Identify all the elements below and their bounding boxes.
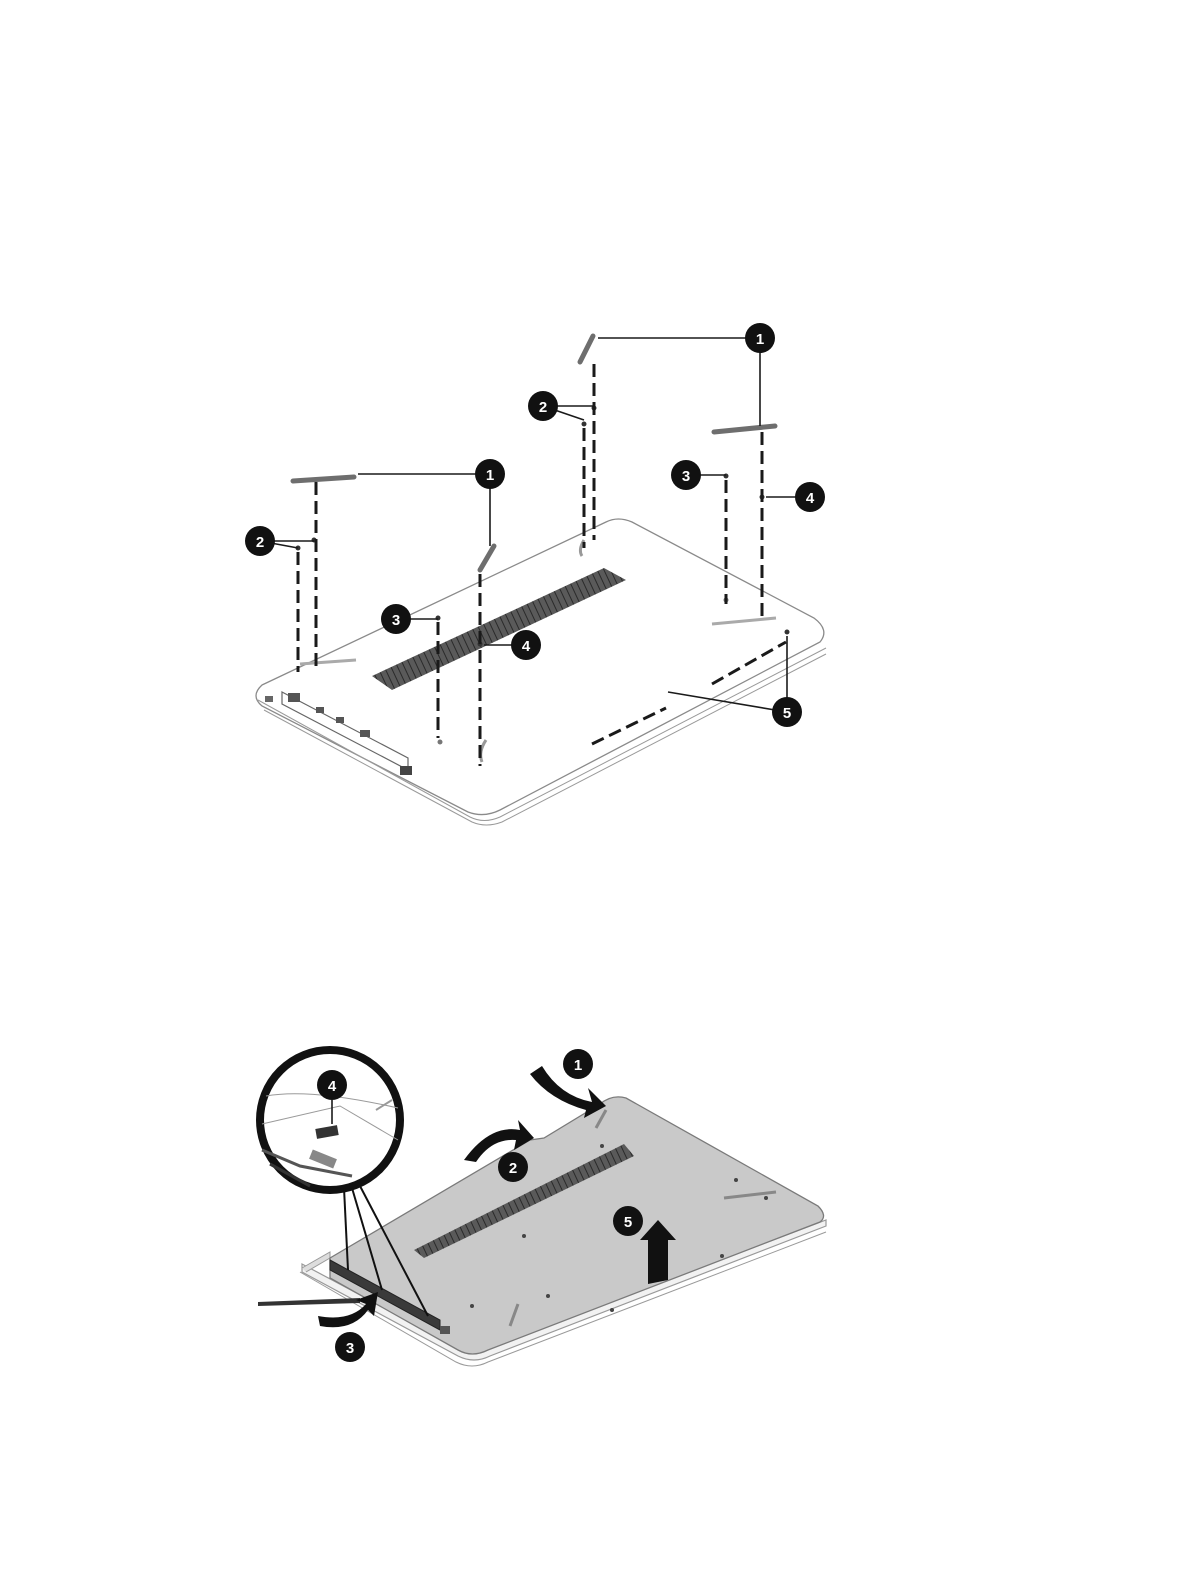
- callout-label: 5: [624, 1214, 632, 1231]
- pry-tool: [258, 1298, 360, 1306]
- callout-label: 3: [682, 468, 690, 485]
- callout-2b: 2: [245, 526, 275, 556]
- callout-3: 3: [335, 1332, 365, 1362]
- figure-top: 1 1 2 2 3 3 4 4: [245, 323, 826, 825]
- figure-bottom: 4 1 2 3: [258, 1049, 826, 1366]
- callout-label: 1: [486, 467, 494, 484]
- callout-label: 1: [574, 1057, 582, 1074]
- callout-label: 3: [392, 612, 400, 629]
- callout-1: 1: [563, 1049, 593, 1079]
- callout-3a: 3: [671, 460, 701, 490]
- callout-label: 4: [522, 638, 531, 655]
- callout-4b: 4: [511, 630, 541, 660]
- callout-label: 1: [756, 331, 764, 348]
- callout-1a: 1: [745, 323, 775, 353]
- callout-5: 5: [772, 697, 802, 727]
- callout-2: 2: [498, 1152, 528, 1182]
- callout-label: 2: [539, 399, 547, 416]
- callout-4a: 4: [795, 482, 825, 512]
- callout-label: 3: [346, 1340, 354, 1357]
- callout-label: 4: [328, 1078, 337, 1095]
- callout-label: 2: [509, 1160, 517, 1177]
- callout-5: 5: [613, 1206, 643, 1236]
- magnified-inset: 4: [260, 1050, 400, 1190]
- callout-2a: 2: [528, 391, 558, 421]
- laptop-base-top-view: [256, 519, 826, 825]
- callout-3b: 3: [381, 604, 411, 634]
- bottom-cover: [330, 1097, 824, 1354]
- rubber-feet: [293, 336, 775, 570]
- callout-label: 2: [256, 534, 264, 551]
- callout-1b: 1: [475, 459, 505, 489]
- callout-label: 4: [806, 490, 815, 507]
- callout-label: 5: [783, 705, 791, 722]
- port-icon: [288, 693, 300, 702]
